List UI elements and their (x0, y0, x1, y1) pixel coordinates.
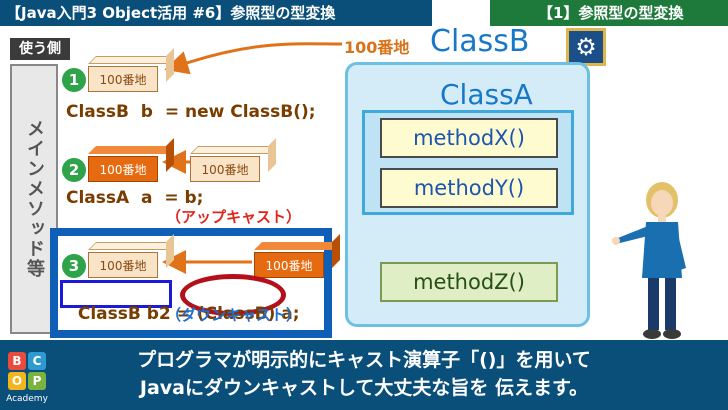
caller-label: 使う側 (10, 38, 70, 60)
code-line-3-var: ClassB b2 (77, 304, 171, 324)
video-title: 【Java入門3 Object活用 #6】参照型の型変換 (0, 0, 432, 26)
ref-box-b2: 100番地 (88, 234, 174, 278)
step-2-badge: 2 (62, 158, 86, 182)
ref-box-b: 100番地 (88, 48, 174, 92)
presenter-illustration (612, 182, 686, 339)
ref-box-b-copy: 100番地 (190, 138, 276, 182)
ref-box-b2-address: 100番地 (88, 252, 158, 278)
ref-box-b-copy-address: 100番地 (190, 156, 260, 182)
section-title: 【1】参照型の型変換 (490, 0, 728, 26)
code-line-3-cast: (ClassB) (196, 304, 276, 324)
classb-address-label: 100番地 (344, 38, 410, 57)
logo-text: Academy (6, 394, 48, 404)
logo-letter-o: O (8, 372, 26, 390)
classa-title: ClassA (440, 78, 533, 111)
code-line-2: ClassA a = b; (66, 188, 204, 208)
subtitle-bar: プログラマが明示的にキャスト演算子「()」を用いて Javaにダウンキャストして… (0, 340, 728, 410)
upcast-label: （アップキャスト） (166, 208, 302, 226)
step-3-highlight (50, 228, 332, 338)
ref-box-a: 100番地 (88, 138, 174, 182)
gear-icon[interactable]: ⚙ (566, 28, 606, 66)
ref-box-a-address: 100番地 (88, 156, 158, 182)
ref-box-b-address: 100番地 (88, 66, 158, 92)
method-y: methodY() (380, 168, 558, 208)
logo-letter-c: C (28, 352, 46, 370)
cast-operator-ellipse (180, 274, 286, 316)
subtitle-line-1: プログラマが明示的にキャスト演算子「()」を用いて (137, 349, 591, 371)
step-3-badge: 3 (62, 254, 86, 278)
academy-logo: B C O P Academy (4, 350, 50, 408)
code-line-1: ClassB b = new ClassB(); (66, 102, 316, 122)
ref-box-a-copy: 100番地 (254, 234, 340, 278)
method-x: methodX() (380, 118, 558, 158)
code-line-3: ClassB b2 = (ClassB) a; (66, 284, 300, 324)
logo-letter-b: B (8, 352, 26, 370)
arrow-classb-to-b (164, 42, 343, 75)
downcast-label: （ダウンキャスト） (166, 306, 302, 324)
ref-box-a-copy-address: 100番地 (254, 252, 324, 278)
b2-highlight-box (60, 280, 172, 308)
code-line-3-eq: = (170, 304, 197, 324)
logo-letter-p: P (28, 372, 46, 390)
main-method-label: メインメソッド等 (24, 119, 45, 279)
step-1-badge: 1 (62, 68, 86, 92)
code-line-3-rest: a; (275, 304, 300, 324)
classb-title: ClassB (430, 24, 530, 59)
method-z: methodZ() (380, 262, 558, 302)
subtitle-line-2: Javaにダウンキャストして大丈夫な旨を 伝えます。 (139, 377, 589, 399)
